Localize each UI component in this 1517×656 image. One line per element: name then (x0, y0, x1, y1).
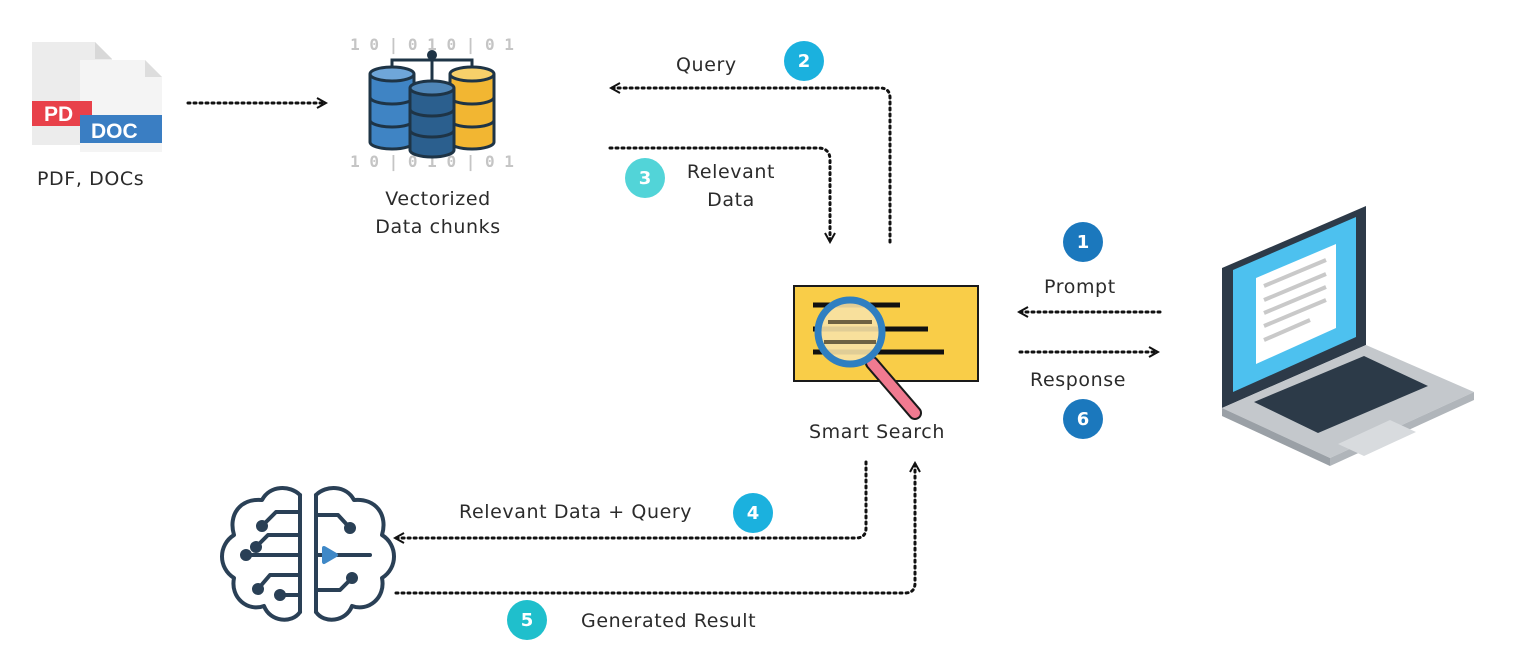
flow-arrows (186, 88, 1162, 595)
step-3-label: Relevant Data (686, 161, 776, 211)
arrow-data-plus-query (396, 460, 868, 538)
arrow-query (612, 88, 892, 244)
brain-ai-icon (220, 486, 396, 622)
arrow-generated-result (394, 464, 915, 595)
step-2-label: Query (676, 54, 737, 76)
svg-text:1 0 | 0 1 0 | 0 1: 1 0 | 0 1 0 | 0 1 (350, 152, 514, 172)
step-1-badge: 1 (1063, 222, 1103, 262)
step-4-label: Relevant Data + Query (459, 501, 693, 523)
step-6-label: Response (1030, 369, 1127, 391)
step-5-label: Generated Result (581, 610, 757, 632)
svg-text:DOC: DOC (91, 120, 138, 143)
step-5-badge: 5 (507, 600, 547, 640)
arrow-relevant-data (608, 146, 830, 241)
documents-label: PDF, DOCs (37, 168, 145, 190)
step-4-badge: 4 (733, 493, 773, 533)
step-6-badge: 6 (1063, 399, 1103, 439)
vector-db-label: Vectorized Data chunks (375, 188, 501, 238)
step-1-label: Prompt (1044, 276, 1116, 298)
laptop-icon (1222, 206, 1474, 466)
smart-search-icon (793, 285, 979, 420)
svg-text:1 0 | 0 1 0 | 0 1: 1 0 | 0 1 0 | 0 1 (350, 35, 514, 55)
document-files-icon: PD DOC (32, 42, 162, 152)
vector-database-icon: 1 0 | 0 1 0 | 0 1 1 0 | 0 1 0 | 0 1 (350, 35, 514, 172)
svg-text:PD: PD (44, 103, 73, 126)
smart-search-label: Smart Search (809, 421, 945, 443)
step-3-badge: 3 (625, 158, 665, 198)
step-2-badge: 2 (784, 41, 824, 81)
